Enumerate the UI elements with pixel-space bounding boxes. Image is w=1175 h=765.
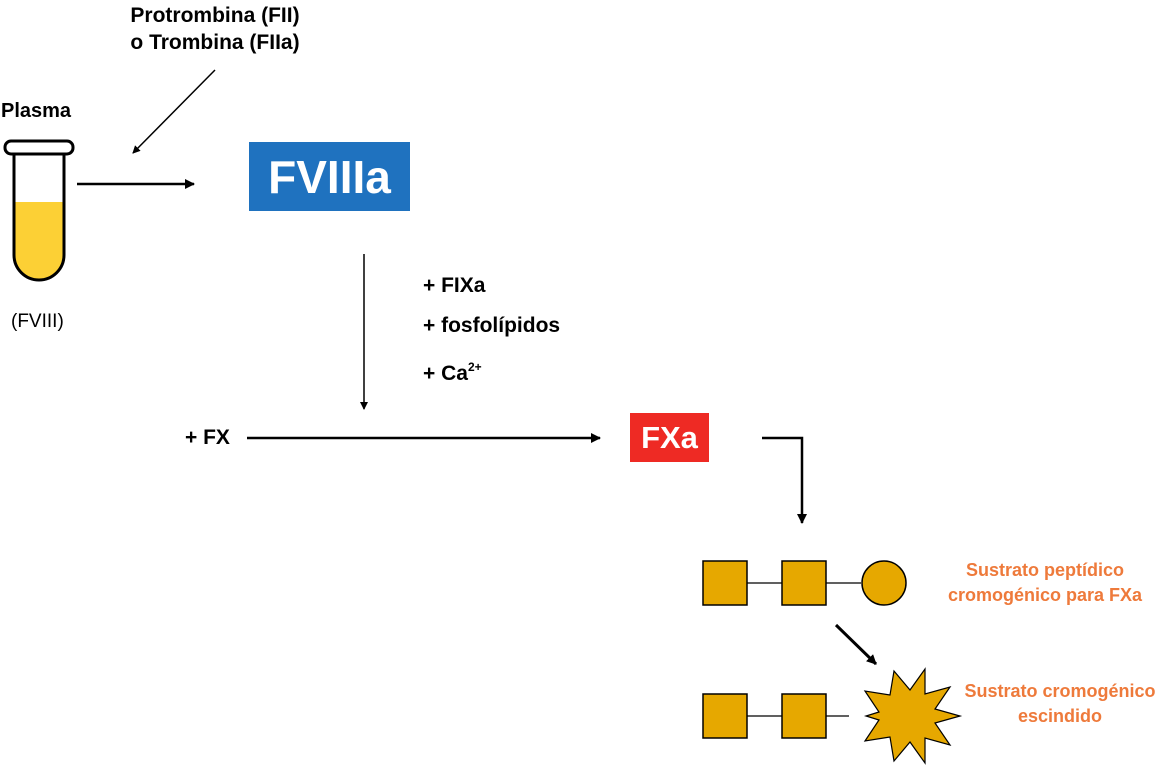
fviiia-box: FVIIIa bbox=[249, 142, 410, 211]
chromogenic-substrate bbox=[702, 560, 907, 606]
plasma-label: Plasma bbox=[1, 100, 72, 122]
substrate-square-1 bbox=[702, 560, 748, 606]
calcium-prefix: + Ca bbox=[423, 362, 468, 385]
substrate-line-2: cromogénico para FXa bbox=[947, 585, 1143, 605]
fxa-to-substrate-arrow bbox=[762, 436, 807, 524]
phospholipids-label: + fosfolípidos bbox=[423, 314, 561, 337]
cleaved-line-1: Sustrato cromogénico bbox=[964, 681, 1156, 701]
substrate-line-1: Sustrato peptídico bbox=[965, 560, 1124, 580]
released-chromophore-starburst bbox=[863, 667, 963, 765]
prothrombin-line-2: o Trombina (FIIa) bbox=[130, 31, 300, 54]
test-tube-icon bbox=[3, 139, 75, 282]
cleaved-line-2: escindido bbox=[1017, 706, 1102, 726]
prothrombin-line-1: Protrombina (FII) bbox=[130, 4, 300, 27]
thrombin-arrow bbox=[132, 69, 216, 154]
fixa-label: + FIXa bbox=[423, 274, 486, 297]
cleaved-square-1 bbox=[702, 693, 748, 739]
substrate-label: Sustrato peptídico cromogénico para FXa bbox=[925, 558, 1165, 608]
fviii-label: (FVIII) bbox=[11, 311, 64, 332]
substrate-chromophore bbox=[861, 560, 907, 606]
prothrombin-label: Protrombina (FII) o Trombina (FIIa) bbox=[95, 2, 335, 56]
fviiia-label: FVIIIa bbox=[268, 150, 391, 203]
calcium-label: + Ca2+ bbox=[423, 360, 482, 386]
cleavage-arrow bbox=[834, 623, 878, 666]
substrate-square-2 bbox=[781, 560, 827, 606]
fxa-label: FXa bbox=[641, 419, 698, 455]
fxa-box: FXa bbox=[630, 413, 709, 462]
cleaved-substrate bbox=[702, 667, 963, 765]
fx-label: + FX bbox=[185, 426, 230, 449]
plasma-liquid bbox=[14, 202, 64, 280]
cleaved-square-2 bbox=[781, 693, 827, 739]
cleaved-label: Sustrato cromogénico escindido bbox=[950, 679, 1170, 729]
calcium-superscript: 2+ bbox=[467, 360, 482, 374]
